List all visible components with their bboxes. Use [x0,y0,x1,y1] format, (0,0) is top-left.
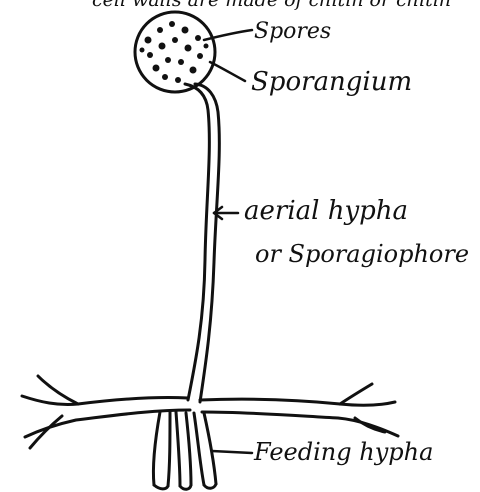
label-spores: Spores [254,19,331,44]
label-feeding-hypha: Feeding hypha [253,438,433,466]
sporangium-pointer [210,62,245,81]
label-aerial-hypha: aerial hypha [244,196,408,226]
feeding-hypha-pointer [212,451,252,453]
feeding-hyphae [153,412,216,489]
label-sporangium: Sporangium [251,67,412,97]
sporangiophore-stalk [185,84,219,402]
header-text-fragment: cell walls are made of chitin or chitin [92,0,451,11]
label-sporangiophore: or Sporagiophore [255,240,469,268]
